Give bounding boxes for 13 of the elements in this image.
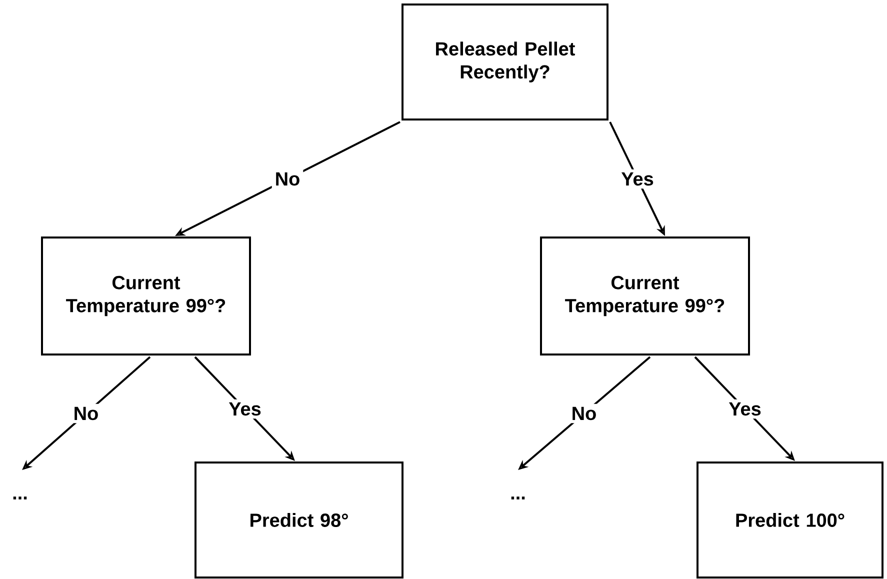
decision-box: Current Temperature 99°?	[41, 236, 251, 356]
edge-label: Yes	[226, 399, 264, 419]
edge-label: Yes	[618, 169, 657, 189]
prediction-box: Predict 98°	[194, 462, 404, 578]
edge-label: No	[272, 169, 304, 189]
prediction-box: Predict 100°	[696, 462, 884, 578]
ellipsis-text: ...	[13, 496, 27, 500]
edge-label: Yes	[726, 399, 764, 419]
decision-box: Current Temperature 99°?	[540, 236, 750, 356]
edge-label: No	[70, 404, 102, 424]
ellipsis-text: ...	[511, 496, 525, 500]
edge-label: No	[568, 404, 600, 424]
decision-box: Released Pellet Recently?	[402, 4, 608, 120]
